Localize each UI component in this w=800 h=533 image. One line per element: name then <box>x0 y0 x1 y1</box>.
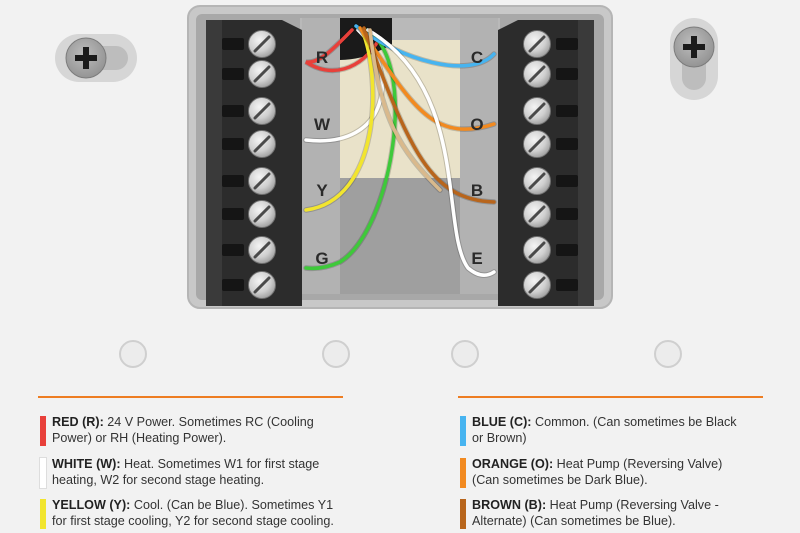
wire-8 <box>368 28 442 192</box>
legend-label: RED (R): <box>52 415 104 429</box>
terminal-screw-icon <box>523 97 551 125</box>
terminal-screw-icon <box>248 30 276 58</box>
legend-label: BROWN (B): <box>472 498 547 512</box>
terminal-slot <box>222 138 244 150</box>
legend-desc: Heat Pump (Reversing Valve - <box>549 498 719 512</box>
terminal-slot <box>222 208 244 220</box>
wall-hole-2 <box>322 340 350 368</box>
wall-hole-1 <box>119 340 147 368</box>
terminal-screw-icon <box>523 167 551 195</box>
legend-swatch <box>460 499 466 529</box>
terminal-slot <box>222 244 244 256</box>
terminal-slot <box>222 68 244 80</box>
legend-desc: 24 V Power. Sometimes RC (Cooling <box>107 415 314 429</box>
legend-text: YELLOW (Y): Cool. (Can be Blue). Sometim… <box>52 497 343 529</box>
legend-text: WHITE (W): Heat. Sometimes W1 for first … <box>52 456 343 488</box>
legend-desc-2: or Brown) <box>472 431 527 445</box>
terminal-slot <box>556 208 578 220</box>
terminal-letter-right-3: E <box>471 249 482 268</box>
terminal-screw-icon <box>523 130 551 158</box>
terminal-letter-left-1: W <box>314 115 331 134</box>
terminal-screw-icon <box>248 97 276 125</box>
terminal-slot <box>556 244 578 256</box>
wire-0 <box>305 28 382 73</box>
legend-right: BLUE (C): Common. (Can sometimes be Blac… <box>458 396 763 529</box>
terminal-slot <box>556 279 578 291</box>
mount-screw-right <box>670 18 718 100</box>
legend-desc-2: heating, W2 for second stage heating. <box>52 473 265 487</box>
legend-swatch <box>40 458 46 488</box>
legend-desc: Common. (Can sometimes be Black <box>534 415 737 429</box>
legend-desc-2: (Can sometimes be Dark Blue). <box>472 473 648 487</box>
legend-rule-right <box>458 396 763 398</box>
plus-screw-icon <box>75 47 97 69</box>
terminal-screw-icon <box>523 271 551 299</box>
terminal-slot <box>222 175 244 187</box>
terminal-slot <box>222 38 244 50</box>
wire-bundle <box>303 23 497 278</box>
legend-desc-2: for first stage cooling, Y2 for second s… <box>52 514 334 528</box>
terminal-slot <box>556 38 578 50</box>
legend-desc: Cool. (Can be Blue). Sometimes Y1 <box>133 498 334 512</box>
terminal-screw-icon <box>523 236 551 264</box>
terminal-letter-left-3: G <box>315 249 328 268</box>
wire-5 <box>358 26 496 131</box>
wire-3 <box>304 28 397 271</box>
terminal-screw-icon <box>523 200 551 228</box>
terminal-slot <box>222 279 244 291</box>
terminal-screw-icon <box>523 30 551 58</box>
center-lower-panel <box>340 178 460 294</box>
terminal-screw-icon <box>248 236 276 264</box>
legend-desc: Heat Pump (Reversing Valve) <box>556 457 723 471</box>
wire-6 <box>362 26 496 204</box>
wall-hole-3 <box>451 340 479 368</box>
terminal-letter-left-2: Y <box>316 181 328 200</box>
legend-label: WHITE (W): <box>52 457 121 471</box>
legend-swatch <box>460 458 466 488</box>
legend-label: ORANGE (O): <box>472 457 554 471</box>
wire-7 <box>366 28 496 277</box>
legend-desc: Heat. Sometimes W1 for first stage <box>124 457 320 471</box>
wall-hole-4 <box>654 340 682 368</box>
terminal-letter-right-1: O <box>470 115 483 134</box>
terminal-slot <box>556 138 578 150</box>
terminal-screw-icon <box>248 200 276 228</box>
legend-desc-2: Alternate) (Can sometimes be Blue). <box>472 514 676 528</box>
legend-label: YELLOW (Y): <box>52 498 131 512</box>
mount-screw-left <box>55 34 137 82</box>
legend-desc-2: Power) or RH (Heating Power). <box>52 431 227 445</box>
wire-2 <box>304 28 375 212</box>
legend-swatch <box>40 499 46 529</box>
right-terminal-block <box>498 20 594 306</box>
terminal-letter-right-0: C <box>471 48 483 67</box>
terminal-slot <box>556 105 578 117</box>
legend-swatch <box>40 416 46 446</box>
legend-text: BLUE (C): Common. (Can sometimes be Blac… <box>472 414 763 446</box>
legend-text: RED (R): 24 V Power. Sometimes RC (Cooli… <box>52 414 343 446</box>
terminal-screw-icon <box>248 167 276 195</box>
terminal-screw-icon <box>248 130 276 158</box>
terminal-slot <box>222 105 244 117</box>
terminal-slot <box>556 68 578 80</box>
legend-swatch <box>460 416 466 446</box>
legend-left: RED (R): 24 V Power. Sometimes RC (Cooli… <box>38 396 343 529</box>
legend-text: ORANGE (O): Heat Pump (Reversing Valve) … <box>472 456 763 488</box>
legend-text: BROWN (B): Heat Pump (Reversing Valve - … <box>472 497 763 529</box>
terminal-screw-icon <box>248 271 276 299</box>
left-terminal-block <box>206 20 302 306</box>
legend-rule-left <box>38 396 343 398</box>
terminal-letter-right-2: B <box>471 181 483 200</box>
terminal-letter-left-0: R <box>316 48 328 67</box>
terminal-slot <box>556 175 578 187</box>
plus-screw-icon <box>683 36 705 58</box>
terminal-screw-icon <box>248 60 276 88</box>
terminal-screw-icon <box>523 60 551 88</box>
legend-label: BLUE (C): <box>472 415 532 429</box>
